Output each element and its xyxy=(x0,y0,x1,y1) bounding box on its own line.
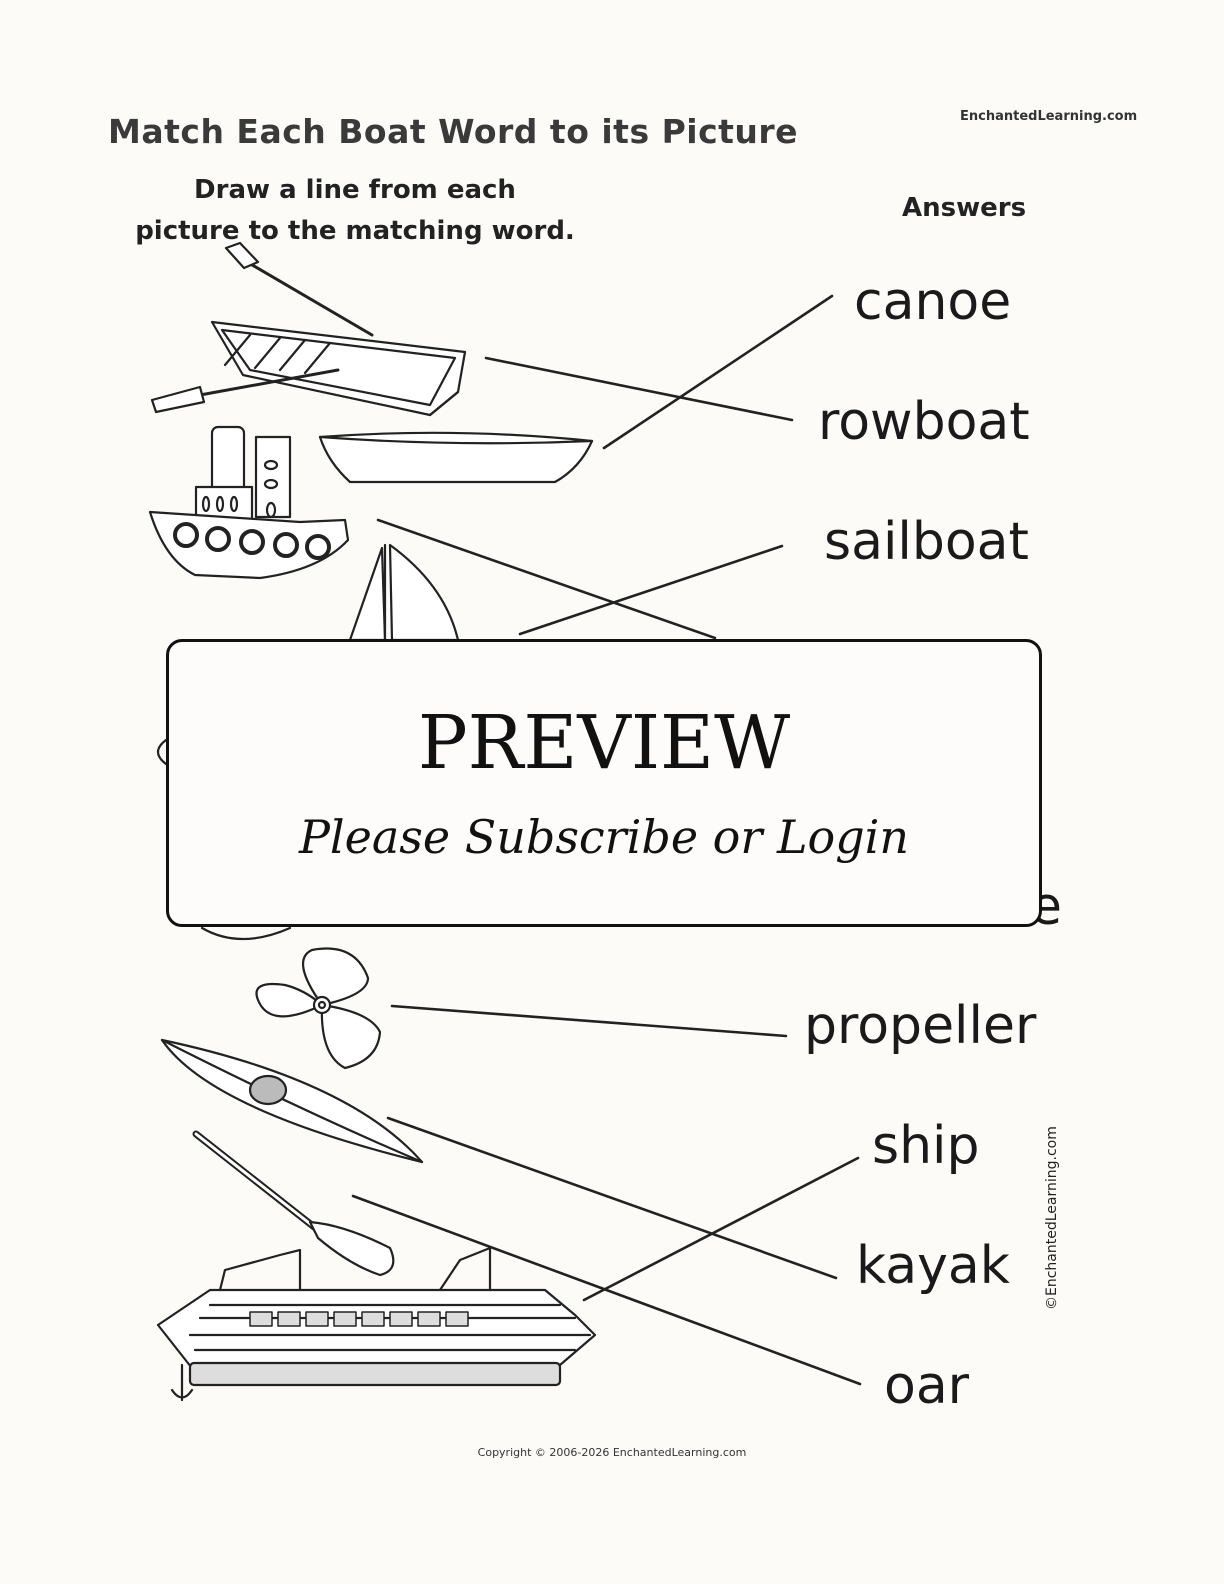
hidden-item-edge xyxy=(200,926,292,941)
propeller-icon xyxy=(255,947,382,1070)
preview-title: PREVIEW xyxy=(417,700,791,786)
oar-icon xyxy=(192,1130,395,1277)
answers-link[interactable]: Answers xyxy=(902,193,1027,223)
answer-line-kayak xyxy=(386,1116,838,1280)
answer-line-rowboat xyxy=(484,356,794,422)
word-propeller: propeller xyxy=(804,996,1037,1056)
canoe-icon xyxy=(318,431,594,484)
kayak-icon xyxy=(160,1038,424,1164)
sailboat-icon xyxy=(348,543,460,642)
instructions-line-1: Draw a line from each xyxy=(194,175,516,205)
answer-line-propeller xyxy=(390,1004,788,1038)
page-title: Match Each Boat Word to its Picture xyxy=(108,112,799,151)
instructions: Draw a line from each picture to the mat… xyxy=(130,170,580,252)
answer-lines xyxy=(351,294,862,1386)
word-ship: ship xyxy=(872,1116,980,1176)
site-name[interactable]: EnchantedLearning.com xyxy=(960,109,1138,124)
answer-line-oar xyxy=(351,1194,862,1386)
answer-line-sailboat xyxy=(518,544,784,636)
answer-line-tugboat xyxy=(376,518,717,640)
copyright-footer: Copyright © 2006-2026 EnchantedLearning.… xyxy=(477,1446,747,1459)
hidden-item-edge xyxy=(156,738,168,766)
answer-line-canoe xyxy=(602,294,834,450)
word-kayak: kayak xyxy=(856,1236,1010,1296)
tugboat-icon xyxy=(148,425,350,580)
word-oar: oar xyxy=(884,1356,970,1416)
rowboat-icon xyxy=(150,241,467,417)
side-credit: ©EnchantedLearning.com xyxy=(1044,1126,1060,1310)
instructions-line-2: picture to the matching word. xyxy=(135,216,575,246)
subscribe-login-prompt[interactable]: Please Subscribe or Login xyxy=(298,810,910,864)
answer-line-ship xyxy=(582,1156,860,1302)
word-canoe: canoe xyxy=(854,272,1012,332)
cruise-ship-icon xyxy=(156,1246,597,1402)
word-sailboat: sailboat xyxy=(824,512,1029,572)
word-rowboat: rowboat xyxy=(818,392,1030,452)
preview-overlay[interactable]: PREVIEW Please Subscribe or Login xyxy=(166,639,1042,927)
